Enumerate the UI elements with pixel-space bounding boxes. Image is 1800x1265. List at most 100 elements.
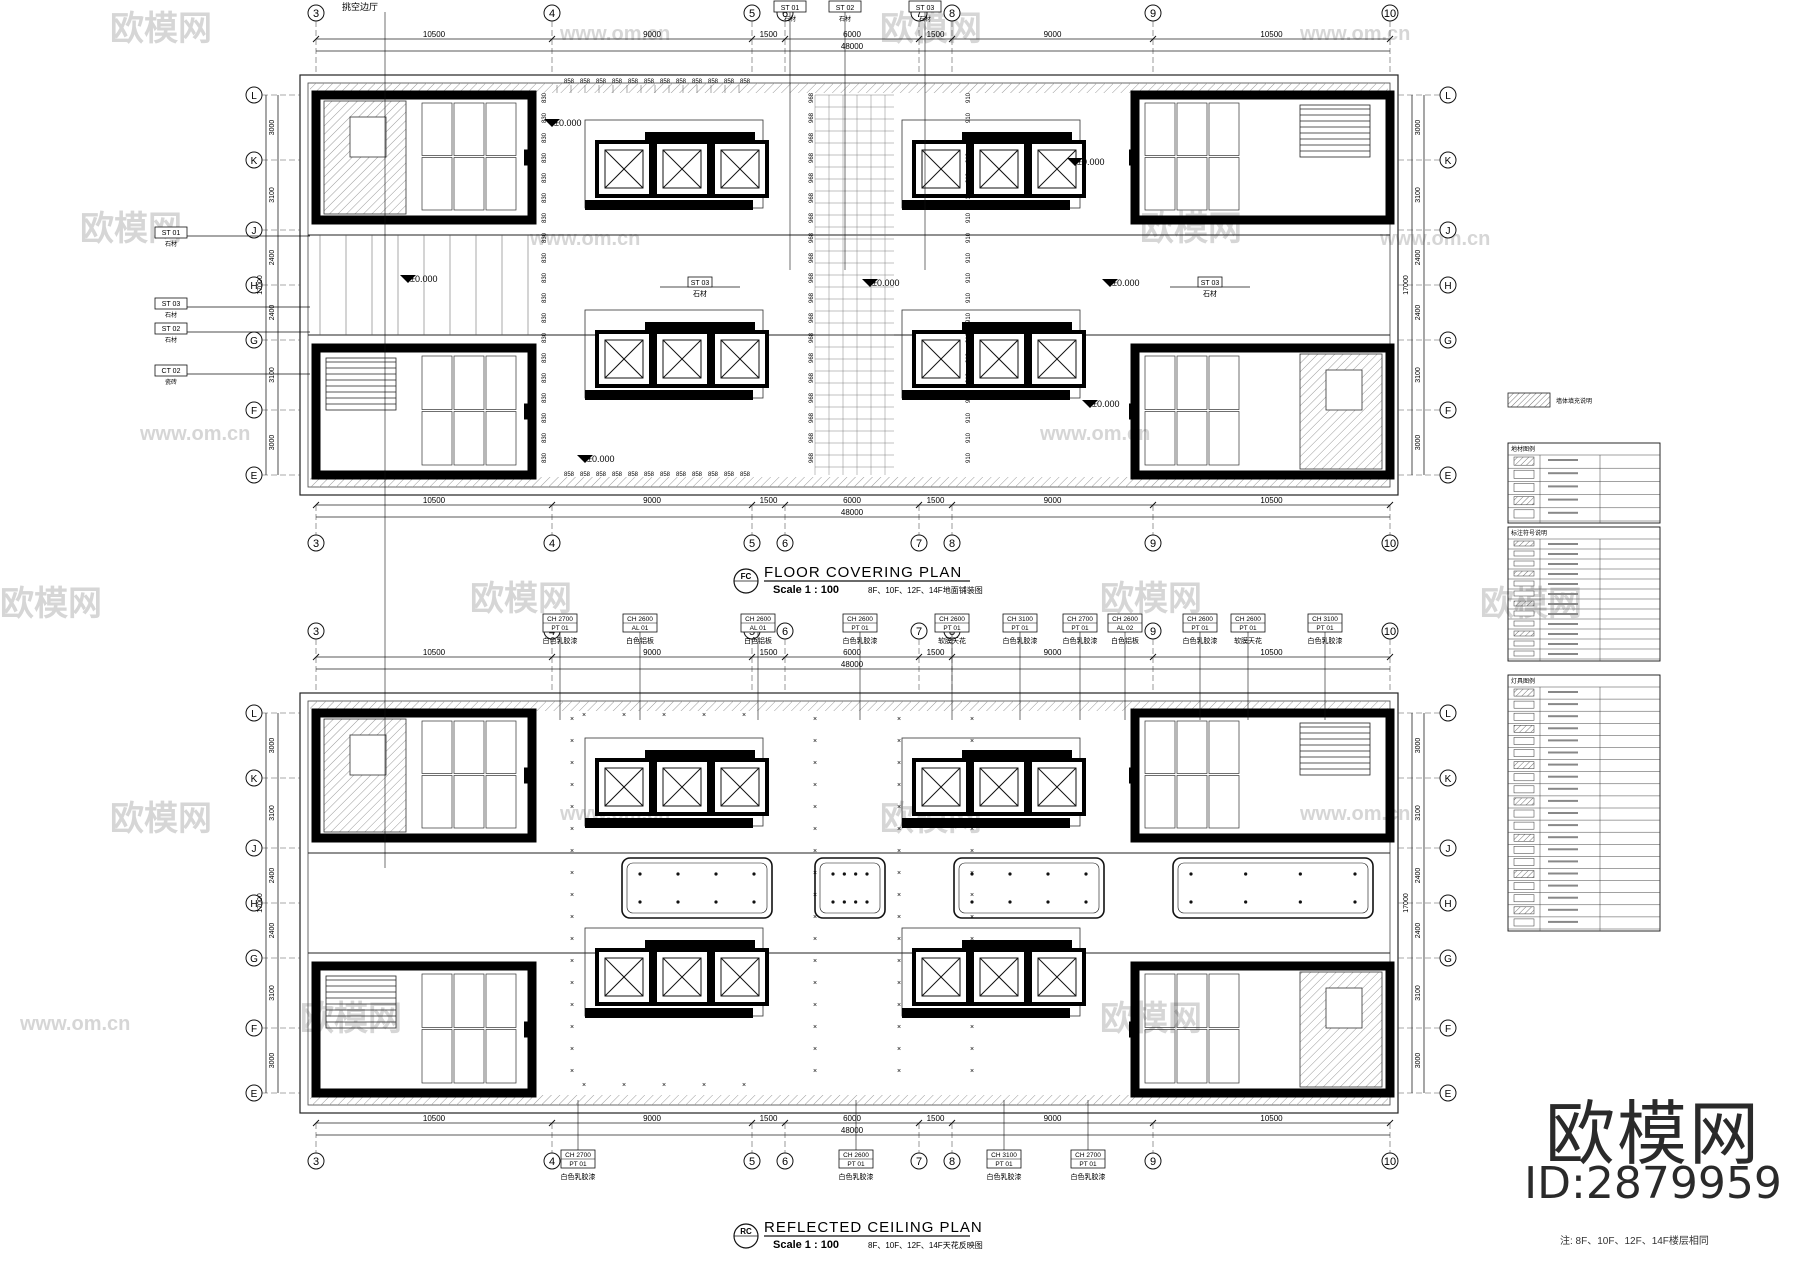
legend-symbol	[1513, 469, 1535, 479]
spotlight: ×	[570, 892, 574, 899]
tile-dim: 968	[809, 192, 815, 203]
tile-dim: 830	[542, 432, 548, 443]
grid-row-label: E	[251, 1089, 258, 1100]
wc-cell	[421, 411, 453, 466]
dim-tick	[548, 653, 556, 661]
grid-bubble	[910, 622, 928, 640]
legend-desc-line	[1548, 623, 1578, 625]
brand-logo: 欧模网	[1545, 1093, 1761, 1175]
legend-desc-line	[1548, 799, 1578, 802]
tile-dim: 910	[966, 432, 972, 443]
legend-desc-line	[1548, 751, 1578, 754]
ceiling-material-sub: 白色铝板	[744, 636, 772, 645]
level-text: ±0.000	[1092, 399, 1119, 409]
dim-text: 9000	[1044, 30, 1062, 39]
grid-bubble	[245, 401, 263, 419]
elevator-car	[604, 767, 644, 807]
legend-swatch	[1507, 392, 1551, 408]
symbol-legend: 标注符号说明	[1507, 526, 1661, 662]
legend-symbol	[1513, 483, 1535, 492]
spotlight: ×	[897, 1024, 901, 1031]
legend-desc-line	[1548, 498, 1578, 501]
spotlight: ×	[662, 712, 666, 719]
dim-text: 2400	[269, 868, 276, 884]
downlight	[1046, 872, 1050, 876]
elevator-cross	[720, 957, 760, 997]
grid-bubble	[943, 1152, 961, 1170]
ceiling-height-tag: CH 3100	[991, 1152, 1017, 1159]
room-label: 挑空边厅	[342, 1, 378, 12]
spotlight: ×	[897, 936, 901, 943]
watermark-url: www.om.cn	[1299, 803, 1410, 825]
ceiling-material-tag: PT 01	[851, 625, 869, 632]
downlight	[970, 872, 974, 876]
watermark-url: www.om.cn	[1379, 228, 1490, 250]
tile-dim: 968	[809, 352, 815, 363]
downlight	[1008, 900, 1012, 904]
grid-column-label: 5	[749, 1156, 755, 1168]
elevator-car	[720, 149, 760, 189]
elevator-cross	[1037, 339, 1077, 379]
wc-cell	[421, 1029, 453, 1084]
elevator-car	[1037, 957, 1077, 997]
ceiling-material-tag: PT 01	[1239, 625, 1257, 632]
spotlight: ×	[970, 1002, 974, 1009]
dim-tick	[748, 35, 756, 43]
wc-cell	[1176, 973, 1208, 1028]
grid-bubble	[245, 1019, 263, 1037]
elevator-cross	[720, 339, 760, 379]
legend-symbol	[1513, 737, 1535, 745]
ceiling-height-tag: CH 2600	[1112, 616, 1138, 623]
material-tag: ST 02	[836, 5, 855, 12]
spotlight: ×	[970, 738, 974, 745]
grid-bubble	[307, 1152, 325, 1170]
downlight	[1244, 900, 1248, 904]
grid-column-label: 4	[549, 538, 555, 550]
tile-dim: 968	[809, 312, 815, 323]
elevator-cross	[662, 149, 702, 189]
grid-bubble	[1439, 466, 1457, 484]
lift-wall-bottom	[585, 390, 753, 400]
legend-frame	[1507, 526, 1661, 662]
material-tag-sub: 石材	[784, 15, 796, 23]
dim-tick	[915, 501, 923, 509]
lift-wall-bottom	[585, 200, 753, 210]
legend-desc-line	[1548, 633, 1578, 635]
downlight	[676, 900, 680, 904]
dim-text: 10500	[1260, 496, 1283, 505]
tile-dim: 830	[542, 112, 548, 123]
ceiling-height-tag: CH 2600	[627, 616, 653, 623]
legend-symbol	[1513, 550, 1535, 557]
grid-row-label: L	[1445, 709, 1451, 720]
level-marker	[1067, 158, 1083, 166]
tile-dim: 858	[740, 79, 751, 85]
downlight	[831, 900, 835, 904]
ceiling-height-tag: CH 2600	[847, 616, 873, 623]
dim-text: 2400	[1415, 868, 1422, 884]
spotlight: ×	[582, 1082, 586, 1089]
dim-text: 3100	[269, 805, 276, 821]
tile-dim: 858	[628, 472, 639, 478]
spotlight: ×	[897, 760, 901, 767]
material-tag: ST 03	[1201, 280, 1220, 287]
material-tag: ST 03	[162, 301, 181, 308]
bed-icon	[1325, 987, 1363, 1029]
grid-row-label: H	[250, 899, 257, 910]
legend-desc-line	[1548, 511, 1578, 514]
material-tag-box	[154, 364, 188, 377]
wc-cell	[1144, 355, 1176, 410]
watermark-brand: 欧模网	[110, 10, 212, 48]
grid-column-label: 10	[1384, 626, 1396, 638]
grid-row-label: J	[1446, 844, 1451, 855]
wc-cell	[421, 973, 453, 1028]
spotlight: ×	[970, 782, 974, 789]
grid-row-label: E	[1445, 471, 1452, 482]
watermark-url: www.om.cn	[529, 228, 640, 250]
elevator-cross	[662, 339, 702, 379]
downlight	[1084, 872, 1088, 876]
corridor-hatch-bottom	[310, 1095, 1388, 1105]
elevator-car	[1037, 339, 1077, 379]
downlight	[1353, 872, 1357, 876]
grid-column-label: 6	[782, 1156, 788, 1168]
downlight	[714, 872, 718, 876]
